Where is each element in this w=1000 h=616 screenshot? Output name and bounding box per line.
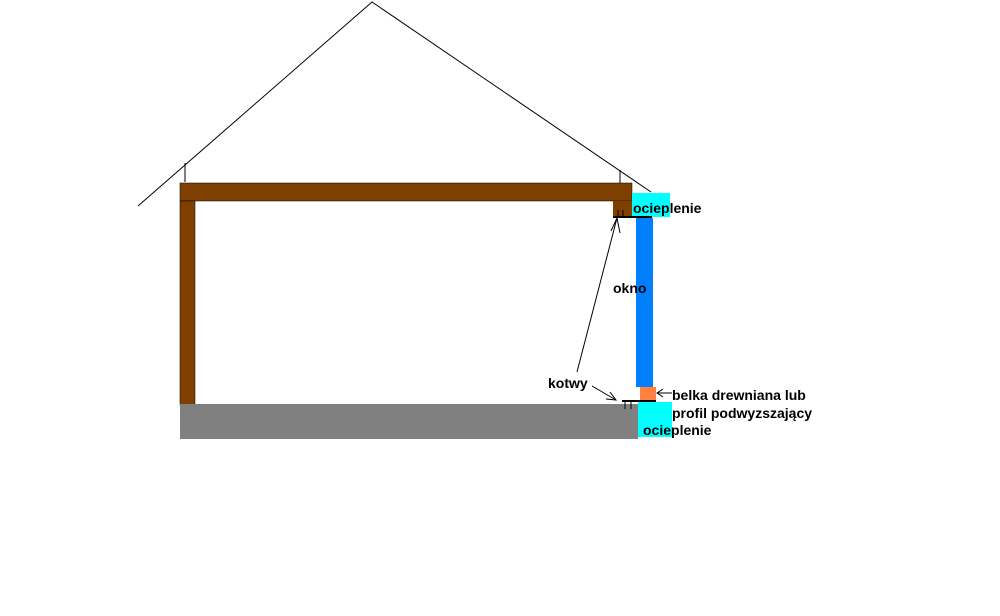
annotation-arrows: [576, 216, 672, 401]
bottom-anchor: [622, 400, 656, 409]
beam-label-line2: profil podwyzszający: [672, 405, 813, 421]
floor-slab: [180, 404, 638, 439]
top-anchor: [613, 210, 652, 218]
bottom-insulation: [638, 402, 672, 437]
top-insulation: [632, 193, 670, 217]
window-label: okno: [613, 280, 647, 296]
left-post: [179, 200, 196, 406]
raising-profile: [640, 387, 656, 401]
insulation-bottom-label: ocieplenie: [643, 422, 712, 438]
roof-outline: [137, 1, 652, 207]
anchors-label: kotwy: [548, 375, 588, 391]
window: [636, 218, 653, 387]
ceiling-beam: [179, 182, 633, 202]
insulation-top-label: ocieplenie: [633, 200, 702, 216]
beam-label-line1: belka drewniana lub: [672, 387, 806, 403]
